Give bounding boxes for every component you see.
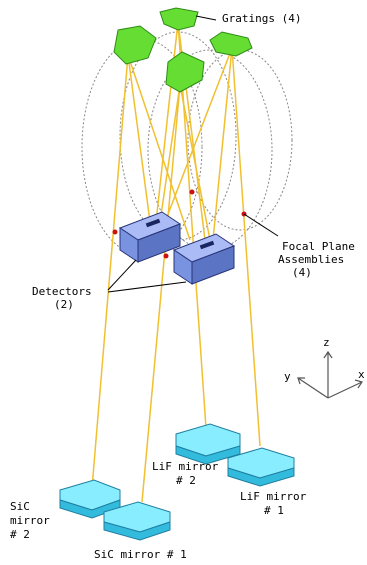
labels: Gratings (4) Focal Plane Assemblies (4) … xyxy=(10,12,365,561)
axis-y-arrow xyxy=(297,377,305,385)
grating-right xyxy=(209,31,253,57)
axis-x-label: x xyxy=(358,368,365,381)
axis-x-line xyxy=(327,381,363,399)
beam-sic1-up xyxy=(141,84,181,503)
focal-point-3 xyxy=(189,189,195,195)
detector-left-slot xyxy=(145,218,161,228)
mirrors xyxy=(59,423,295,541)
axis-z-arrow xyxy=(323,350,333,359)
gratings-label: Gratings (4) xyxy=(222,12,301,25)
focal-point-1 xyxy=(112,229,118,235)
axis-y-label: y xyxy=(284,370,291,383)
light-beams xyxy=(91,21,261,503)
leader-detectors-b xyxy=(107,281,187,293)
leader-detectors-a xyxy=(107,259,137,291)
detector-right-slot xyxy=(199,240,215,250)
axis-triad xyxy=(297,350,363,399)
mirror-lif1-side xyxy=(227,467,295,487)
leader-focal-plane xyxy=(243,213,279,237)
beam-g3-det xyxy=(159,84,181,223)
lif2-label-2: # 2 xyxy=(176,474,196,487)
focal-point-2 xyxy=(163,253,169,259)
sic1-label: SiC mirror # 1 xyxy=(94,548,187,561)
beam-g3-det-b xyxy=(179,84,211,241)
grating-left xyxy=(113,25,157,65)
axis-x-arrow xyxy=(354,379,363,389)
detector-left xyxy=(118,211,182,263)
detectors-label-2: (2) xyxy=(54,298,74,311)
detectors xyxy=(118,211,236,285)
detector-right-side xyxy=(191,245,235,285)
mirror-lif2 xyxy=(175,423,241,465)
axis-y-line xyxy=(297,377,329,399)
beam-g4-det xyxy=(164,47,233,223)
sic2-label-1: SiC xyxy=(10,500,30,513)
leader-gratings xyxy=(195,15,217,21)
lif2-label-1: LiF mirror xyxy=(152,460,219,473)
focal-plane-label-3: (4) xyxy=(292,266,312,279)
sic2-label-2: mirror xyxy=(10,514,50,527)
sic2-label-3: # 2 xyxy=(10,528,30,541)
leader-lines xyxy=(107,15,279,293)
beam-g4-det-b xyxy=(212,47,233,241)
mirror-sic1-side xyxy=(103,521,171,541)
lif1-label-1: LiF mirror xyxy=(240,490,307,503)
focal-plane-label-1: Focal Plane xyxy=(282,240,355,253)
rowland-circle-left xyxy=(81,38,203,256)
beam-lif1-up xyxy=(231,47,261,447)
grating-center xyxy=(165,51,205,93)
grating-top xyxy=(159,7,199,31)
beam-g1-det-b xyxy=(127,54,191,241)
beam-g1-det xyxy=(127,54,151,223)
detector-left-side xyxy=(137,223,181,263)
focal-plane-label-2: Assemblies xyxy=(278,253,344,266)
mirror-lif1 xyxy=(227,447,295,487)
mirror-sic1 xyxy=(103,501,171,541)
lif1-label-2: # 1 xyxy=(264,504,284,517)
beam-g2-det xyxy=(155,21,179,223)
gratings xyxy=(113,7,253,93)
beam-sic2-up xyxy=(91,54,129,489)
axis-z-label: z xyxy=(323,336,330,349)
detectors-label-1: Detectors xyxy=(32,285,92,298)
mirror-sic2 xyxy=(59,479,121,519)
detector-right xyxy=(172,233,236,285)
